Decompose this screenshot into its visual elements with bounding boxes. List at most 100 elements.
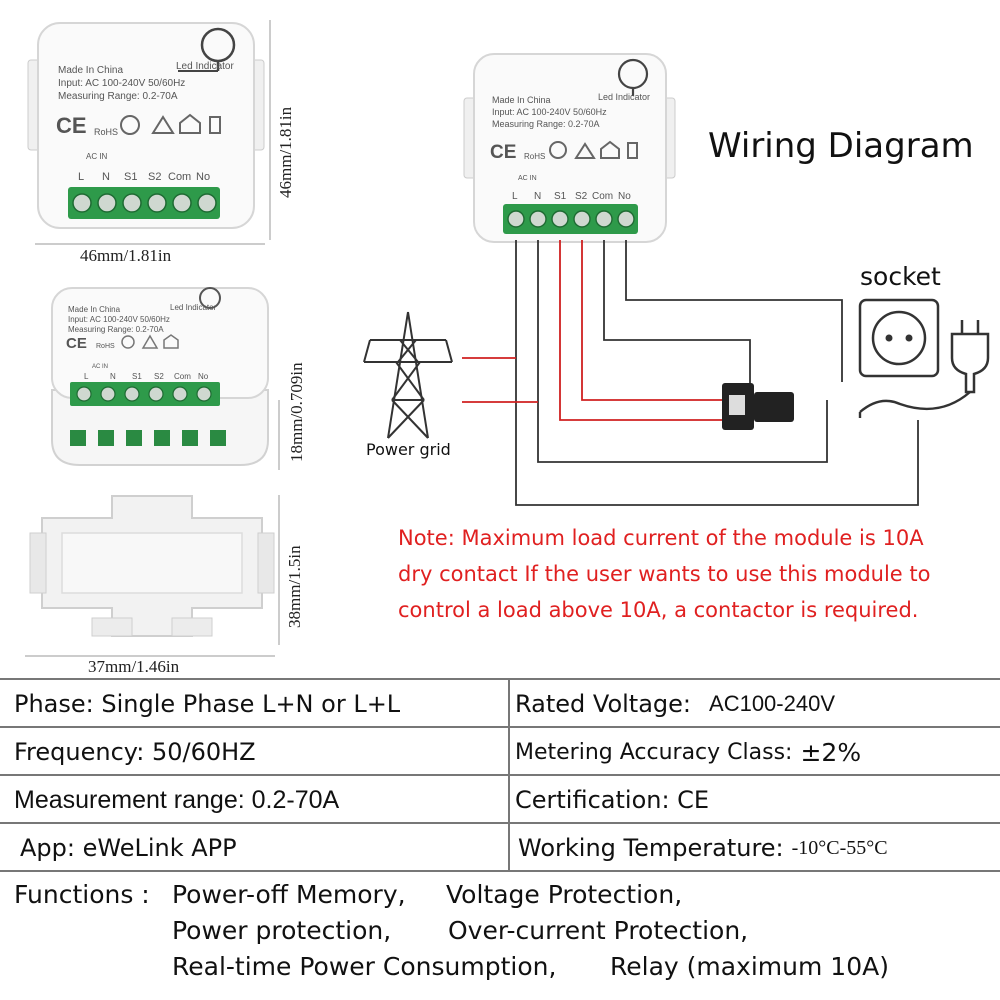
spec-measurement-range: Measurement range: 0.2-70A	[14, 785, 340, 814]
dim-arrow-bracket-horizontal	[25, 655, 275, 657]
spec-rated-voltage: Rated Voltage: AC100-240V	[515, 680, 835, 728]
spec-frequency: Frequency: 50/60HZ	[14, 738, 256, 766]
power-grid-label: Power grid	[366, 440, 451, 459]
function-item-6: Relay (maximum 10A)	[610, 952, 889, 981]
wiring-terminal-l: L	[512, 191, 518, 202]
wire-s1	[559, 240, 722, 421]
recycle-icon	[120, 115, 140, 135]
spec-row-4: App: eWeLink APP Working Temperature: -1…	[0, 822, 1000, 872]
side-made-in-label: Made In China	[68, 305, 121, 314]
wiring-home-icon	[600, 140, 620, 159]
socket-icon	[858, 298, 940, 378]
terminal-label-s2: S2	[148, 171, 161, 183]
wire-n	[537, 240, 828, 463]
note-line-2: dry contact If the user wants to use thi…	[398, 562, 931, 586]
wiring-input-label: Input: AC 100-240V 50/60Hz	[492, 107, 607, 117]
dim-bracket-width: 37mm/1.46in	[88, 657, 180, 676]
power-tower-icon	[363, 311, 453, 439]
terminal-label-s1: S1	[124, 171, 137, 183]
note-line-1: Note: Maximum load current of the module…	[398, 526, 924, 550]
wiring-terminal-com: Com	[592, 191, 613, 202]
spec-row-3: Measurement range: 0.2-70A Certification…	[0, 774, 1000, 824]
wiring-terminal-s2: S2	[575, 191, 588, 202]
dim-arrow-depth	[278, 400, 280, 470]
spec-accuracy: Metering Accuracy Class: ±2%	[515, 728, 861, 776]
spec-row-2: Frequency: 50/60HZ Metering Accuracy Cla…	[0, 726, 1000, 776]
wiring-range-label: Measuring Range: 0.2-70A	[492, 119, 600, 129]
wiring-lines	[462, 240, 971, 506]
wire-no	[625, 240, 843, 382]
spec-working-temp: Working Temperature: -10°C-55°C	[518, 824, 888, 872]
module-side-view: Led Indicator Made In China Input: AC 10…	[51, 287, 269, 466]
side-terminal-com: Com	[174, 372, 191, 381]
spec-column-divider	[508, 680, 510, 872]
dim-arrow-bracket-vertical	[278, 495, 280, 645]
wiring-terminal-no: No	[618, 191, 631, 202]
spec-accuracy-value: ±2%	[800, 737, 862, 767]
wire-l	[515, 240, 919, 506]
spec-row-divider	[0, 870, 1000, 872]
side-terminal-no: No	[198, 372, 209, 381]
plug-cord	[859, 391, 971, 413]
wiring-triangle-icon	[574, 142, 596, 159]
dim-arrow-vertical-top	[269, 20, 271, 240]
rohs-mark: RoHS	[94, 127, 118, 137]
home-icon	[179, 113, 201, 134]
spec-accuracy-label: Metering Accuracy Class:	[515, 739, 793, 765]
side-terminal-s2: S2	[154, 372, 164, 381]
wiring-weee-icon	[627, 142, 638, 159]
dim-arrow-horizontal-top	[35, 243, 265, 245]
wiring-made-in-label: Made In China	[492, 95, 551, 105]
spec-working-temp-label: Working Temperature:	[518, 834, 784, 862]
ac-in-label: AC IN	[86, 152, 108, 161]
wire-com	[603, 240, 751, 385]
side-terminal-s1: S1	[132, 372, 142, 381]
side-led-label: Led Indicator	[170, 303, 217, 312]
function-item-2: Voltage Protection,	[446, 880, 683, 909]
side-range-label: Measuring Range: 0.2-70A	[68, 325, 164, 334]
function-item-4: Over-current Protection,	[448, 916, 749, 945]
made-in-label: Made In China	[58, 65, 123, 76]
range-spec-label: Measuring Range: 0.2-70A	[58, 91, 178, 102]
led-indicator-label: Led Indicator	[176, 61, 234, 72]
side-recycle-icon	[121, 335, 135, 349]
note-line-3: control a load above 10A, a contactor is…	[398, 598, 919, 622]
input-spec-label: Input: AC 100-240V 50/60Hz	[58, 78, 185, 89]
side-terminal-l: L	[84, 372, 89, 381]
wiring-ce-mark: CE	[490, 142, 516, 163]
side-rohs-mark: RoHS	[96, 343, 115, 350]
spec-rated-voltage-label: Rated Voltage:	[515, 690, 692, 718]
terminal-label-com: Com	[168, 171, 191, 183]
plug-icon	[950, 320, 990, 394]
wiring-module: Led Indicator Made In China Input: AC 10…	[463, 53, 676, 243]
side-home-icon	[163, 334, 179, 349]
wiring-terminal-n: N	[534, 191, 541, 202]
wire-s2	[581, 240, 722, 401]
side-triangle-icon	[141, 334, 159, 349]
module-front-view: Led Indicator Made In China Input: AC 10…	[27, 22, 265, 229]
wiring-terminal-s1: S1	[554, 191, 567, 202]
spec-app: App: eWeLink APP	[20, 834, 237, 862]
socket-label: socket	[860, 262, 941, 291]
side-ac-in-label: AC IN	[92, 364, 108, 370]
dim-bracket-height: 38mm/1.5in	[285, 545, 304, 628]
side-input-label: Input: AC 100-240V 50/60Hz	[68, 315, 170, 324]
weee-icon	[209, 116, 221, 134]
spec-certification: Certification: CE	[515, 786, 710, 814]
spec-phase: Phase: Single Phase L+N or L+L	[14, 690, 401, 718]
side-ce-mark: CE	[66, 335, 87, 352]
dim-width-top: 46mm/1.81in	[80, 246, 172, 265]
wiring-ac-in-label: AC IN	[518, 175, 537, 182]
terminal-label-l: L	[78, 171, 84, 183]
function-item-5: Real-time Power Consumption,	[172, 952, 557, 981]
terminal-label-n: N	[102, 171, 110, 183]
recycle-triangle-icon	[151, 115, 175, 134]
mounting-bracket	[29, 495, 275, 637]
wiring-rohs-mark: RoHS	[524, 152, 545, 161]
functions-label: Functions :	[14, 880, 150, 909]
wiring-led-label: Led Indicator	[598, 92, 650, 102]
terminal-label-no: No	[196, 171, 210, 183]
wiring-diagram-title: Wiring Diagram	[708, 126, 974, 166]
ce-mark: CE	[56, 113, 87, 138]
spec-working-temp-value: -10°C-55°C	[791, 836, 888, 859]
